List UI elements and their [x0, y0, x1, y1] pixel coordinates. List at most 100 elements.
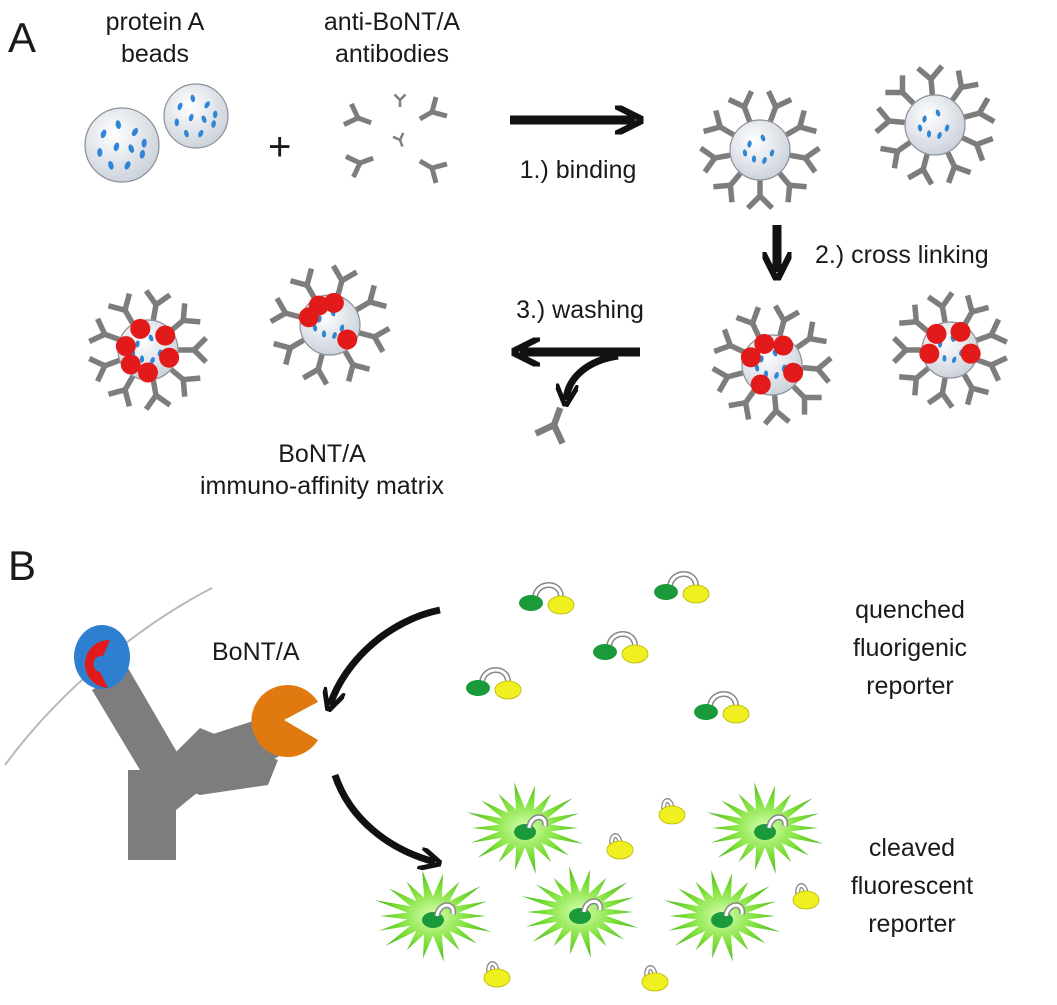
protein-a-spot	[128, 144, 135, 153]
cleaved-quencher-icon	[641, 965, 669, 992]
protein-a-spot	[922, 115, 927, 123]
antibody-icon	[342, 350, 371, 383]
antibody-icon	[899, 304, 930, 334]
protein-a-spot	[174, 118, 180, 127]
antibody-icon	[301, 353, 330, 386]
antibody-icon	[885, 75, 916, 106]
beads-label-line2: beads	[121, 40, 189, 68]
panel-b-letter: B	[8, 542, 36, 589]
fluorophore-icon	[694, 704, 718, 720]
protein-a-spot	[769, 149, 775, 157]
protein-a-spot	[113, 142, 120, 152]
protein-a-spot	[774, 372, 779, 379]
protein-a-spot	[141, 138, 147, 148]
antibody-icon	[926, 291, 955, 323]
protein-a-spot	[742, 149, 748, 157]
fluorophore-icon	[514, 824, 536, 840]
cleavage-arrow-icon	[331, 773, 435, 862]
coated-bead-icon	[711, 304, 833, 426]
matrix-label-line2: immuno-affinity matrix	[200, 472, 445, 500]
panel-a-letter: A	[8, 14, 36, 61]
quencher-icon	[682, 584, 710, 604]
protein-a-spot	[204, 101, 210, 109]
glow-burst-icon	[374, 870, 492, 962]
wash-off-arrow-icon	[566, 352, 619, 400]
antibody-icon	[802, 355, 833, 384]
toxin-icon	[251, 685, 318, 757]
antibody-icon	[330, 264, 359, 297]
protein-a-spot	[139, 355, 145, 363]
toxin-icon	[926, 323, 947, 344]
toxin-bound-beads	[711, 291, 1009, 426]
antibody-icon	[975, 355, 1009, 382]
quencher-icon	[722, 704, 750, 724]
protein-a-spot	[131, 127, 139, 137]
antibody-icon	[791, 384, 822, 415]
antibody-icon	[699, 145, 731, 174]
protein-a-spot	[135, 340, 140, 348]
protein-a-bead-icon	[729, 119, 791, 181]
protein-a-bead-icon	[163, 83, 229, 149]
antibody-icon	[269, 296, 302, 325]
antibody-icon	[713, 328, 746, 355]
protein-a-spot	[942, 355, 947, 362]
protein-a-spot	[754, 364, 760, 372]
protein-a-spot	[312, 324, 318, 332]
immuno-affinity-matrix-beads	[88, 264, 391, 411]
protein-a-spot	[100, 129, 107, 139]
antibody-icon	[88, 317, 121, 344]
toxin-icon	[754, 333, 775, 354]
protein-a-spot	[211, 120, 216, 128]
antibody-icon	[785, 109, 818, 138]
antibody-icon	[777, 171, 807, 203]
protein-a-spot	[198, 129, 204, 138]
antibody-icon	[169, 303, 201, 333]
antibody-icon	[272, 337, 305, 366]
antibody-icon	[169, 367, 201, 397]
antibody-icon	[961, 294, 990, 327]
quenched-reporter-icon	[654, 571, 710, 604]
antibody-icon	[143, 379, 172, 411]
antibody-icon	[143, 289, 172, 321]
quencher-icon	[547, 595, 575, 615]
antibody-icon	[945, 151, 972, 184]
antibody-icon	[392, 132, 405, 148]
quenched-label-line2: fluorigenic	[853, 634, 967, 662]
antibody-icon	[342, 102, 373, 127]
antibody-icon	[899, 366, 930, 396]
fluorophore-icon	[569, 908, 591, 924]
coated-bead-icon	[88, 289, 209, 411]
protein-a-spot	[944, 124, 950, 132]
antibody-icon	[950, 69, 979, 102]
protein-a-spot	[952, 356, 957, 364]
protein-a-spot	[937, 132, 942, 139]
protein-a-spot	[339, 324, 345, 332]
cleaved-quencher-icon	[483, 961, 511, 988]
fluorophore-icon	[754, 824, 776, 840]
fluorophore-icon	[654, 584, 678, 600]
antibody-icon	[711, 365, 744, 394]
cleaved-label-line2: fluorescent	[851, 872, 973, 900]
fluorophore-icon	[466, 680, 490, 696]
toxin-icon	[750, 374, 771, 395]
toxin-icon	[155, 325, 176, 346]
antibody-icon	[713, 171, 743, 203]
cleaved-label-line3: reporter	[868, 910, 956, 938]
toxin-icon	[950, 321, 971, 342]
protein-a-spot	[150, 357, 155, 364]
antibodies-label-line2: antibodies	[335, 40, 449, 68]
antibody-icon	[963, 96, 996, 125]
glow-burst-icon	[466, 782, 584, 874]
protein-a-spot	[139, 149, 146, 159]
cleaved-quencher-icon	[606, 833, 634, 860]
antibody-icon	[344, 154, 375, 179]
quenched-reporter-icon	[466, 667, 522, 700]
antibody-icon	[874, 106, 905, 135]
step1-label: 1.) binding	[520, 156, 637, 184]
protein-a-bead-icon	[84, 107, 160, 183]
protein-a-spot	[917, 124, 923, 132]
protein-a-spot	[935, 109, 941, 117]
fluorophore-icon	[593, 644, 617, 660]
antibody-icon	[795, 321, 828, 350]
